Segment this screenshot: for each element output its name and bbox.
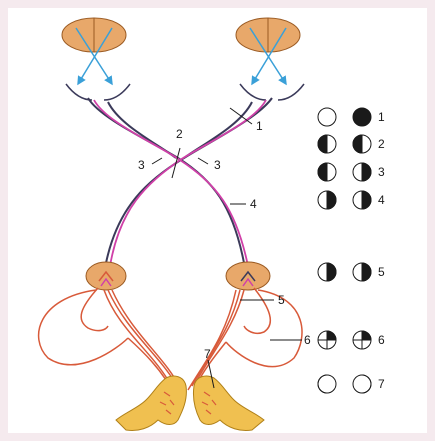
left-retina (65, 83, 131, 101)
legend-row-4 (317, 190, 372, 210)
left-optic-radiation (37, 287, 181, 389)
legend-row-1 (317, 107, 372, 127)
legend-label-1: 1 (378, 110, 385, 124)
right-visual-cortex (193, 375, 265, 431)
label-3-right: 3 (214, 158, 221, 172)
visual-pathway-diagram: 1 2 3 3 4 5 6 7 (37, 17, 385, 431)
label-4: 4 (250, 197, 257, 211)
right-retina (239, 83, 305, 101)
legend-label-4: 4 (378, 193, 385, 207)
label-5: 5 (278, 293, 285, 307)
left-lgn (85, 261, 127, 291)
label-6: 6 (304, 333, 311, 347)
diagram-panel: 1 2 3 3 4 5 6 7 (8, 8, 427, 433)
legend-label-2: 2 (378, 137, 385, 151)
legend-row-2 (317, 134, 372, 154)
optic-tracts-dark (87, 97, 273, 264)
optic-tracts-magenta (93, 99, 267, 267)
legend-label-7: 7 (378, 377, 385, 391)
right-eye (235, 17, 301, 53)
right-light-rays (249, 27, 287, 86)
legend-row-7 (317, 374, 372, 394)
legend-row-3 (317, 162, 372, 182)
label-3-left: 3 (138, 158, 145, 172)
right-optic-radiation (187, 287, 303, 391)
label-1: 1 (256, 119, 263, 133)
legend-label-5: 5 (378, 265, 385, 279)
left-light-rays (75, 27, 113, 86)
left-eye (61, 17, 127, 53)
visual-field-legend (317, 107, 372, 394)
legend-row-5 (317, 262, 372, 282)
label-7: 7 (204, 347, 211, 361)
label-2: 2 (176, 127, 183, 141)
legend-label-6: 6 (378, 333, 385, 347)
leader-lines (151, 107, 302, 389)
right-lgn (225, 261, 271, 291)
legend-label-3: 3 (378, 165, 385, 179)
left-visual-cortex (115, 375, 187, 431)
legend-row-6 (317, 330, 372, 350)
